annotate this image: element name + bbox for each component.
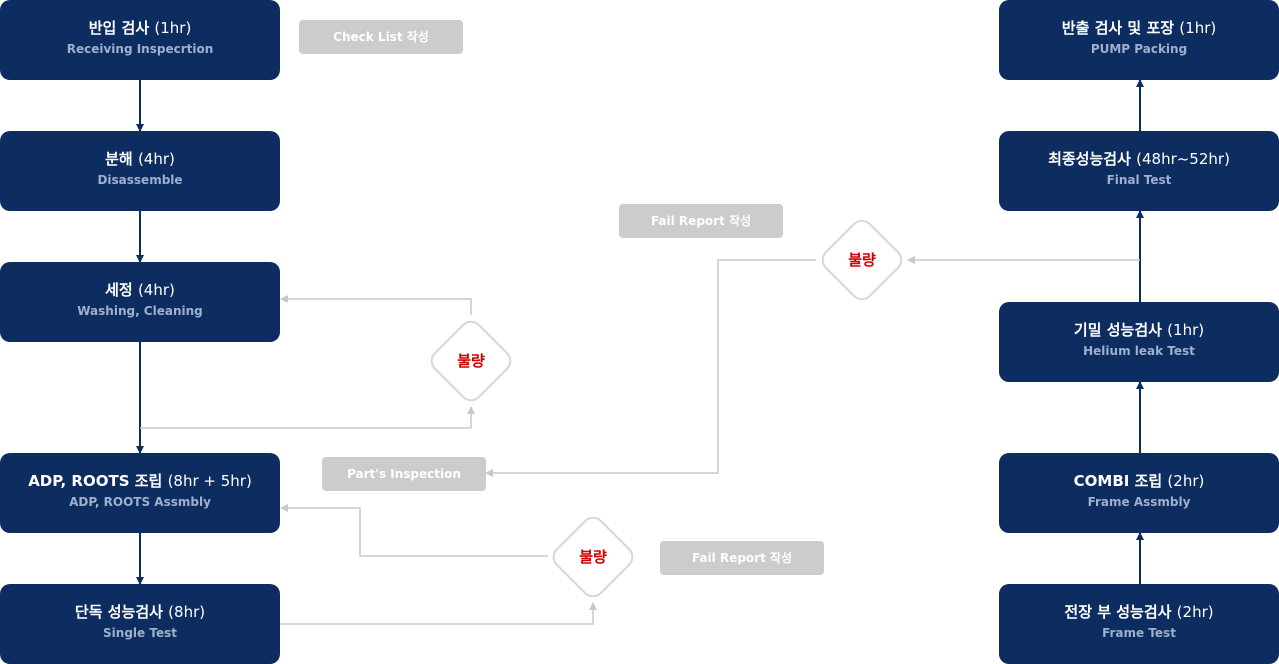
step-title-ko: ADP, ROOTS 조립 [28, 472, 163, 490]
step-washing: 세정 (4hr) Washing, Cleaning [0, 262, 280, 342]
step-title-ko: 세정 [105, 281, 133, 299]
loop-decision-to-adp [280, 504, 548, 557]
decision-label: 불량 [579, 548, 607, 566]
step-duration: (2hr) [1167, 472, 1205, 490]
step-subtitle: ADP, ROOTS Assmbly [69, 495, 211, 509]
step-title: COMBI 조립 (2hr) [999, 471, 1279, 491]
step-title: 단독 성능검사 (8hr) [0, 602, 280, 622]
step-subtitle: PUMP Packing [1090, 42, 1188, 56]
step-subtitle: Helium leak Test [1083, 344, 1195, 358]
step-final-test: 최종성능검사 (48hr~52hr) Final Test [999, 131, 1279, 211]
step-title-ko: 전장 부 성능검사 [1064, 603, 1172, 621]
decision-final-fail: 불량 [814, 212, 910, 308]
note-fail-report-bottom: Fail Report 작성 [660, 541, 824, 575]
step-adp-roots-assembly: ADP, ROOTS 조립 (8hr + 5hr) ADP, ROOTS Ass… [0, 453, 280, 533]
step-single-test: 단독 성능검사 (8hr) Single Test [0, 584, 280, 664]
step-frame-test: 전장 부 성능검사 (2hr) Frame Test [999, 584, 1279, 664]
step-duration: (4hr) [137, 150, 175, 168]
note-checklist: Check List 작성 [299, 20, 463, 54]
decision-label: 불량 [457, 352, 485, 370]
step-disassemble: 분해 (4hr) Disassemble [0, 131, 280, 211]
step-title: 반입 검사 (1hr) [0, 18, 280, 38]
step-duration: (8hr) [168, 603, 206, 621]
step-duration: (1hr) [1179, 19, 1217, 37]
step-title-ko: 분해 [105, 150, 133, 168]
step-duration: (1hr) [1167, 321, 1205, 339]
step-title: 세정 (4hr) [0, 280, 280, 300]
step-title-ko: 단독 성능검사 [74, 603, 163, 621]
note-parts-inspection: Part's Inspection [322, 457, 486, 491]
step-subtitle: Frame Test [1102, 626, 1176, 640]
decision-washing-fail: 불량 [423, 313, 519, 409]
step-title-ko: 반입 검사 [88, 19, 150, 37]
step-subtitle: Final Test [1106, 173, 1172, 187]
step-subtitle: Disassemble [97, 173, 183, 187]
loop-washing-to-decision [140, 406, 475, 429]
note-fail-report-top: Fail Report 작성 [619, 204, 783, 238]
step-duration: (1hr) [154, 19, 192, 37]
step-receiving-inspection: 반입 검사 (1hr) Receiving Inspecrtion [0, 0, 280, 80]
step-combi-assembly: COMBI 조립 (2hr) Frame Assmbly [999, 453, 1279, 533]
step-title-ko: 기밀 성능검사 [1073, 321, 1162, 339]
step-subtitle: Washing, Cleaning [77, 304, 203, 318]
step-duration: (4hr) [137, 281, 175, 299]
step-title: 반출 검사 및 포장 (1hr) [999, 18, 1279, 38]
step-subtitle: Single Test [103, 626, 177, 640]
loop-single-to-decision [280, 602, 597, 625]
step-title-ko: COMBI 조립 [1073, 472, 1163, 490]
step-helium-leak-test: 기밀 성능검사 (1hr) Helium leak Test [999, 302, 1279, 382]
step-title: ADP, ROOTS 조립 (8hr + 5hr) [0, 471, 280, 491]
step-duration: (48hr~52hr) [1136, 150, 1230, 168]
decision-single-fail: 불량 [545, 509, 641, 605]
step-duration: (2hr) [1176, 603, 1214, 621]
step-subtitle: Receiving Inspecrtion [66, 42, 214, 56]
step-title-ko: 반출 검사 및 포장 [1061, 19, 1175, 37]
decision-label: 불량 [848, 251, 876, 269]
step-subtitle: Frame Assmbly [1087, 495, 1191, 509]
loop-decision-to-washing [280, 295, 472, 315]
step-title: 기밀 성능검사 (1hr) [999, 320, 1279, 340]
step-title: 전장 부 성능검사 (2hr) [999, 602, 1279, 622]
step-title: 최종성능검사 (48hr~52hr) [999, 149, 1279, 169]
loop-decision-to-parts-inspection [485, 259, 816, 477]
step-title: 분해 (4hr) [0, 149, 280, 169]
step-pump-packing: 반출 검사 및 포장 (1hr) PUMP Packing [999, 0, 1279, 80]
step-duration: (8hr + 5hr) [167, 472, 252, 490]
step-title-ko: 최종성능검사 [1048, 150, 1131, 168]
